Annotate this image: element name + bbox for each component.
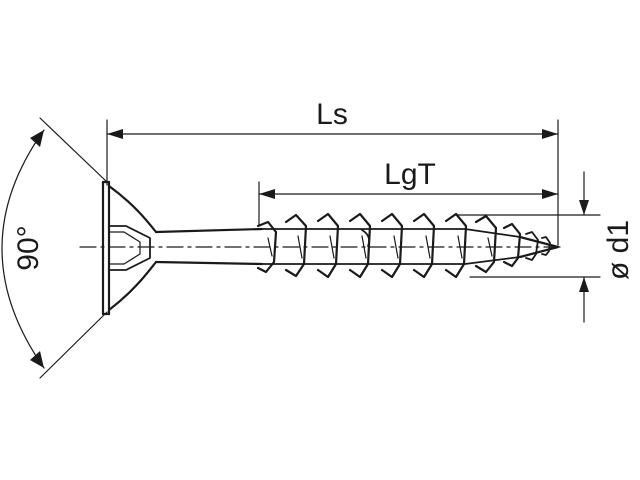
angle-arrow-top bbox=[30, 130, 44, 147]
shank-bottom-edge bbox=[154, 260, 264, 266]
angle-arrow-bottom bbox=[30, 351, 44, 368]
thread-inner-lines bbox=[267, 235, 493, 259]
ls-arrow-right bbox=[542, 129, 558, 139]
d1-arrow-top bbox=[579, 200, 589, 215]
shank-top-edge bbox=[154, 227, 264, 234]
thread-cut-notch bbox=[361, 229, 371, 247]
thread-length-dimension: LgT bbox=[258, 158, 559, 226]
thread-core-top bbox=[261, 228, 521, 238]
thread-flanks bbox=[256, 212, 551, 279]
overall-length-dimension: Ls bbox=[106, 98, 559, 246]
lgt-arrow-left bbox=[259, 189, 275, 199]
angle-label: 90° bbox=[12, 225, 45, 270]
screw-shank bbox=[154, 227, 264, 266]
screw-thread bbox=[256, 212, 560, 279]
angle-dimension: 90° bbox=[1, 117, 108, 379]
angle-extension-line-top bbox=[39, 117, 108, 183]
lgt-label: LgT bbox=[384, 158, 436, 191]
drive-recess-outline bbox=[108, 225, 151, 271]
screw-tip bbox=[518, 235, 560, 259]
diameter-dimension: ø d1 bbox=[454, 171, 635, 323]
thread-core-bottom bbox=[261, 256, 521, 265]
d1-arrow-bottom bbox=[579, 277, 589, 292]
ls-label: Ls bbox=[316, 98, 348, 131]
ls-arrow-left bbox=[107, 129, 123, 139]
head-cone-bottom bbox=[107, 260, 158, 312]
screw-head bbox=[101, 180, 158, 316]
angle-arc bbox=[1, 129, 45, 369]
head-cone-top bbox=[107, 184, 158, 234]
lgt-arrow-right bbox=[542, 189, 558, 199]
d1-label: ø d1 bbox=[602, 220, 635, 280]
angle-extension-line-bottom bbox=[39, 311, 108, 379]
